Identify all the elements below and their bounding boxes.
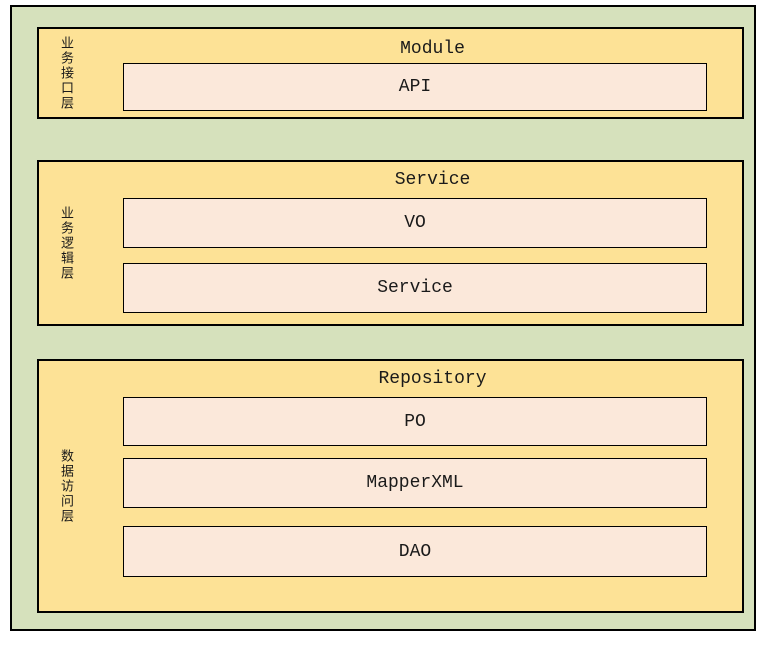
side-label-text: 业务接口层 (58, 35, 73, 111)
layer-business-interface-side-label: 业务接口层 (53, 29, 77, 117)
box-dao-label: DAO (398, 541, 432, 562)
layer-business-logic-side-label: 业务逻辑层 (53, 162, 77, 324)
box-dao: DAO (123, 526, 707, 577)
layer-data-access-title: Repository (378, 369, 487, 389)
layer-business-interface-title: Module (400, 39, 465, 59)
layer-business-logic: 业务逻辑层 Service VO Service (37, 160, 744, 326)
layer-business-logic-title: Service (394, 170, 471, 190)
box-po-label: PO (404, 411, 426, 432)
box-service-label: Service (377, 278, 453, 298)
box-po: PO (123, 397, 707, 446)
layer-business-interface: 业务接口层 Module API (37, 27, 744, 119)
box-mapperxml-label: MapperXML (366, 473, 464, 493)
layer-data-access: 数据访问层 Repository PO MapperXML DAO (37, 359, 744, 613)
box-service: Service (123, 263, 707, 313)
box-vo-label: VO (404, 213, 426, 233)
box-api-label: API (398, 77, 432, 97)
box-mapperxml: MapperXML (123, 458, 707, 508)
side-label-text: 业务逻辑层 (58, 205, 73, 281)
layer-data-access-side-label: 数据访问层 (53, 361, 77, 611)
box-api: API (123, 63, 707, 111)
diagram-canvas: 业务接口层 Module API 业务逻辑层 Service VO Servic… (10, 5, 756, 631)
box-vo: VO (123, 198, 707, 248)
side-label-text: 数据访问层 (58, 448, 73, 524)
